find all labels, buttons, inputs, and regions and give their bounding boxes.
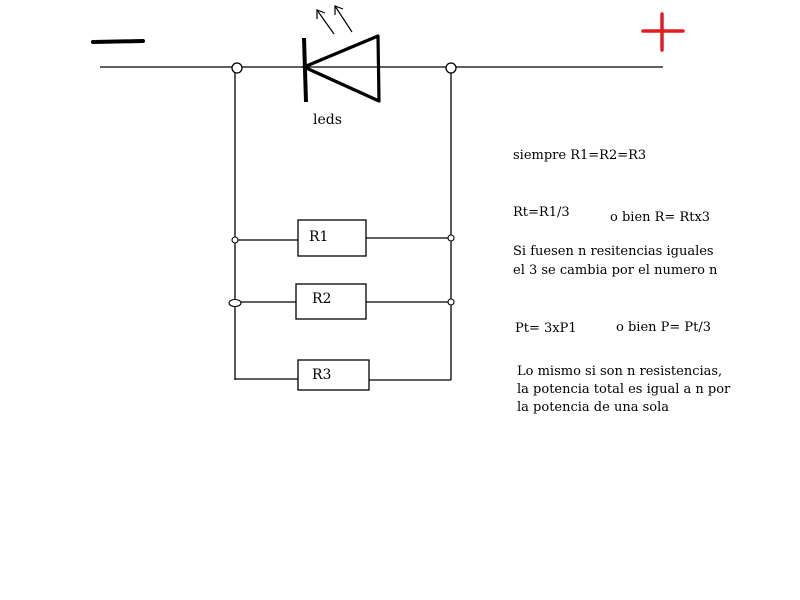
resistor-r2 xyxy=(295,283,367,320)
note-rt-formula: Rt=R1/3 xyxy=(513,205,570,220)
node-r1-right xyxy=(447,234,455,242)
node-r2-left xyxy=(228,298,242,308)
led-triangle xyxy=(302,34,381,103)
note-n-equal-line1: Si fuesen n resitencias iguales xyxy=(513,244,714,259)
led-light-arrows-icon xyxy=(316,5,353,35)
negative-terminal-icon xyxy=(91,39,145,44)
node-r2-right xyxy=(447,298,455,306)
resistor-r1-label: R1 xyxy=(309,229,328,245)
note-pt-formula: Pt= 3xP1 xyxy=(515,321,577,336)
note-p-formula: o bien P= Pt/3 xyxy=(616,320,712,335)
resistor-branch-r1: R1 xyxy=(231,219,455,257)
note-power-total: Lo mismo si son n resistencias, la poten… xyxy=(517,364,731,415)
resistor-r3-label: R3 xyxy=(312,367,331,383)
note-r-formula: o bien R= Rtx3 xyxy=(610,210,711,225)
led-cathode-bar xyxy=(302,37,308,103)
node-left-top xyxy=(231,62,243,74)
note-equal-resistors: siempre R1=R2=R3 xyxy=(513,148,647,163)
led-symbol xyxy=(302,5,381,103)
led-label: leds xyxy=(313,112,342,128)
node-r1-left xyxy=(231,236,239,244)
positive-terminal-icon xyxy=(641,12,685,52)
note-n-equal-line2: el 3 se cambia por el numero n xyxy=(513,263,718,278)
resistor-branch-r2: R2 xyxy=(228,283,455,320)
resistor-branch-r3: R3 xyxy=(235,359,451,391)
resistor-r3 xyxy=(297,359,370,391)
node-right-top xyxy=(445,62,457,74)
resistor-r2-label: R2 xyxy=(312,291,331,307)
resistor-r1 xyxy=(297,219,367,257)
